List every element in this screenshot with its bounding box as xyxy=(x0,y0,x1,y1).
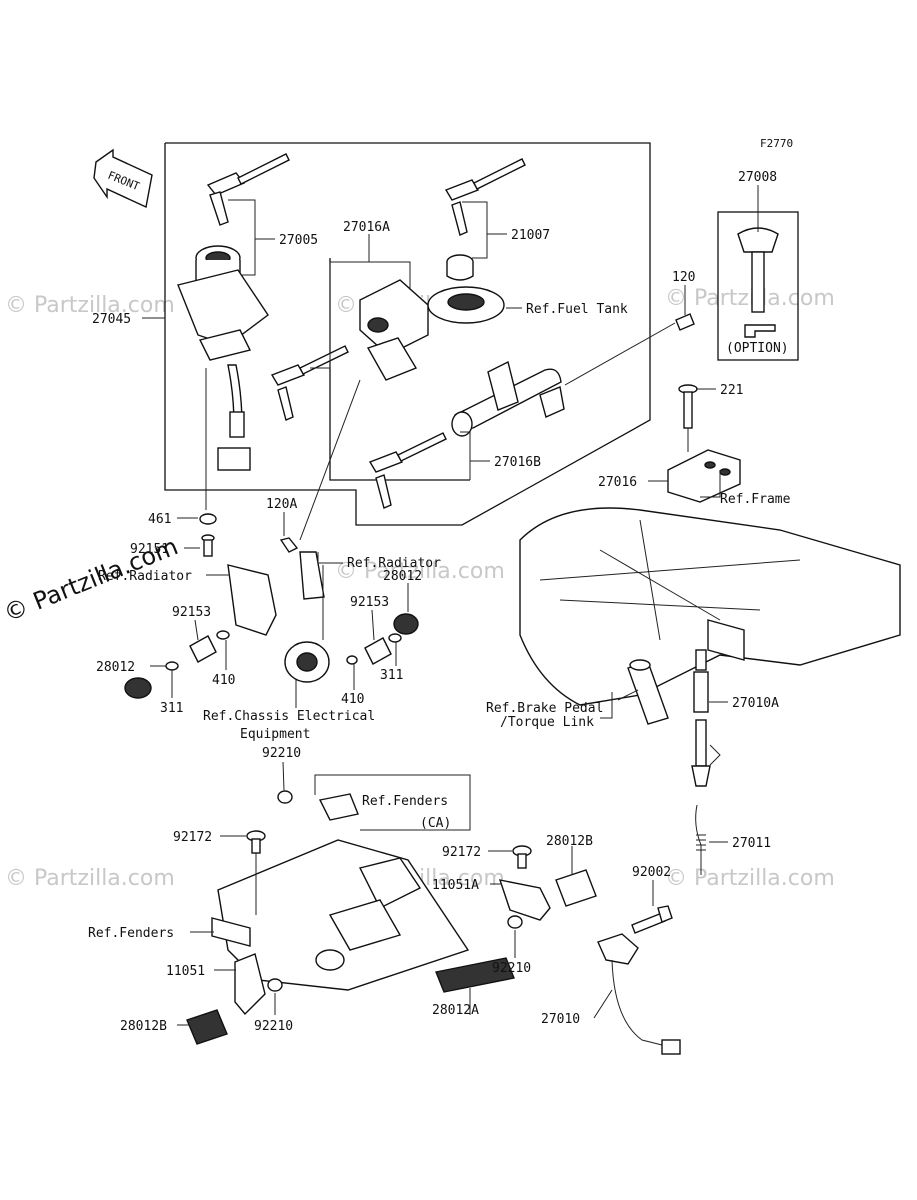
label-311-left: 311 xyxy=(160,701,183,716)
label-92002: 92002 xyxy=(632,865,671,880)
reflector-icon xyxy=(186,1009,228,1045)
reflector-icon xyxy=(435,957,515,993)
screw-icon xyxy=(512,845,532,869)
label-28012B-right: 28012B xyxy=(546,834,593,849)
fuel-cap-icon xyxy=(427,254,505,324)
label-461: 461 xyxy=(148,512,171,527)
watermark: © Partzilla.com xyxy=(5,866,175,891)
screw-icon xyxy=(678,384,698,429)
bolt-icon xyxy=(631,905,673,934)
screw-icon xyxy=(246,830,266,854)
label-92210-bottom: 92210 xyxy=(254,1019,293,1034)
label-ref-chassis-2: Equipment xyxy=(240,727,310,742)
label-92172-right: 92172 xyxy=(442,845,481,860)
horn-spacer-icon xyxy=(346,613,419,665)
watermark: © Partzilla.com xyxy=(5,293,175,318)
label-ref-frame: Ref.Frame xyxy=(720,492,791,507)
ignition-switch-icon xyxy=(177,245,269,471)
label-311-right: 311 xyxy=(380,668,403,683)
key-icon xyxy=(737,227,779,338)
seat-lock-icon xyxy=(359,279,429,381)
horn-spacer-icon xyxy=(124,630,230,699)
bracket-icon xyxy=(498,879,551,921)
bracket-icon xyxy=(234,953,266,1016)
label-ref-radiator-right: Ref.Radiator xyxy=(347,556,441,571)
bracket-icon xyxy=(299,551,325,600)
label-27016: 27016 xyxy=(598,475,637,490)
label-ref-fuel-tank: Ref.Fuel Tank xyxy=(526,302,628,317)
bracket-icon xyxy=(667,449,741,503)
label-27008: 27008 xyxy=(738,170,777,185)
reflector-icon xyxy=(555,869,597,907)
watermark: © Partzilla.com xyxy=(335,559,505,584)
bolt-icon xyxy=(279,537,299,553)
switch-icon xyxy=(597,933,681,1055)
label-120: 120 xyxy=(672,270,695,285)
nut-icon xyxy=(277,790,293,804)
sub-kit-frame xyxy=(329,258,470,481)
watermark: © Partzilla.com xyxy=(665,866,835,891)
label-28012A: 28012A xyxy=(432,1003,479,1018)
key-icon xyxy=(206,153,290,226)
label-21007: 21007 xyxy=(511,228,550,243)
label-ref-fenders-ca: Ref.Fenders xyxy=(362,794,448,809)
label-28012-right: 28012 xyxy=(383,569,422,584)
label-410-right: 410 xyxy=(341,692,364,707)
label-11051: 11051 xyxy=(166,964,205,979)
nut-icon xyxy=(267,978,283,992)
label-221: 221 xyxy=(720,383,743,398)
label-ref-chassis-1: Ref.Chassis Electrical xyxy=(203,709,375,724)
label-28012-left: 28012 xyxy=(96,660,135,675)
label-410-left: 410 xyxy=(212,673,235,688)
label-27045: 27045 xyxy=(92,312,131,327)
label-27010: 27010 xyxy=(541,1012,580,1027)
nut-icon xyxy=(507,915,523,929)
label-120A: 120A xyxy=(266,497,297,512)
leader-lines xyxy=(142,185,759,1026)
label-11051A: 11051A xyxy=(432,878,479,893)
label-ref-radiator-left: Ref.Radiator xyxy=(98,569,192,584)
label-27016A: 27016A xyxy=(343,220,390,235)
label-ref-brake-1: Ref.Brake Pedal xyxy=(486,701,603,716)
fender-icon xyxy=(211,839,470,991)
label-28012B-left: 28012B xyxy=(120,1019,167,1034)
key-icon xyxy=(270,345,349,421)
bracket-icon xyxy=(227,564,277,636)
watermark: © Partzilla.com xyxy=(665,286,835,311)
bracket-icon xyxy=(318,793,359,821)
label-92151: 92151 xyxy=(130,542,169,557)
bolt-icon xyxy=(675,313,695,331)
label-ref-fenders: Ref.Fenders xyxy=(88,926,174,941)
frame-icon xyxy=(519,507,901,706)
label-27005: 27005 xyxy=(279,233,318,248)
horn-icon xyxy=(284,641,330,683)
label-27016B: 27016B xyxy=(494,455,541,470)
label-27010A: 27010A xyxy=(732,696,779,711)
bolt-icon xyxy=(201,534,215,557)
helmet-lock-icon xyxy=(451,360,565,437)
washer-icon xyxy=(199,513,217,525)
key-icon xyxy=(368,432,447,509)
key-icon xyxy=(444,158,526,236)
label-92210-mid: 92210 xyxy=(492,961,531,976)
label-ca: (CA) xyxy=(420,816,451,831)
figure-code: F2770 xyxy=(760,137,793,150)
label-92153-right: 92153 xyxy=(350,595,389,610)
switch-icon xyxy=(691,649,711,787)
brake-link-icon xyxy=(627,659,669,725)
option-label: (OPTION) xyxy=(726,341,789,356)
label-92210-top: 92210 xyxy=(262,746,301,761)
kit-frame xyxy=(164,142,651,526)
label-92172-left: 92172 xyxy=(173,830,212,845)
front-arrow-icon: FRONT xyxy=(93,148,153,209)
label-ref-brake-2: /Torque Link xyxy=(500,715,594,730)
callout-labels: 27005 27016A 21007 27008 Ref.Fuel Tank 1… xyxy=(88,170,791,1034)
spring-icon xyxy=(695,804,706,875)
label-27011: 27011 xyxy=(732,836,771,851)
label-92153-left: 92153 xyxy=(172,605,211,620)
